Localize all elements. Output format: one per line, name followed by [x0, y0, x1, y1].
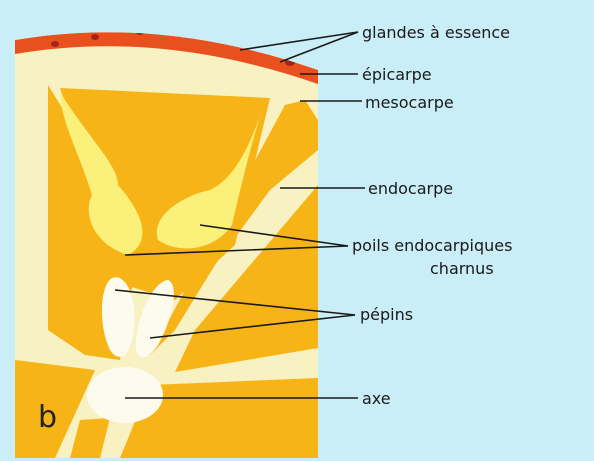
leader-line: [240, 32, 358, 50]
oil-gland: [216, 37, 224, 43]
label-epicarp: épicarpe: [362, 65, 432, 84]
label-seeds: pépins: [360, 305, 413, 324]
oil-gland: [176, 31, 184, 37]
label-glands: glandes à essence: [362, 23, 510, 42]
label-pulp-hairs-line2: charnus: [430, 259, 494, 278]
label-pulp-hairs-line1: poils endocarpiques: [352, 236, 512, 255]
label-mesocarp: mesocarpe: [365, 93, 454, 112]
fruit-section: [0, 0, 330, 461]
central-axis: [87, 367, 163, 423]
oil-gland: [136, 29, 144, 35]
label-endocarp: endocarpe: [368, 179, 453, 198]
leader-line: [280, 32, 358, 62]
oil-gland: [91, 34, 99, 40]
oil-gland: [51, 41, 59, 47]
panel-letter: b: [38, 400, 57, 435]
label-axis: axe: [362, 389, 391, 408]
